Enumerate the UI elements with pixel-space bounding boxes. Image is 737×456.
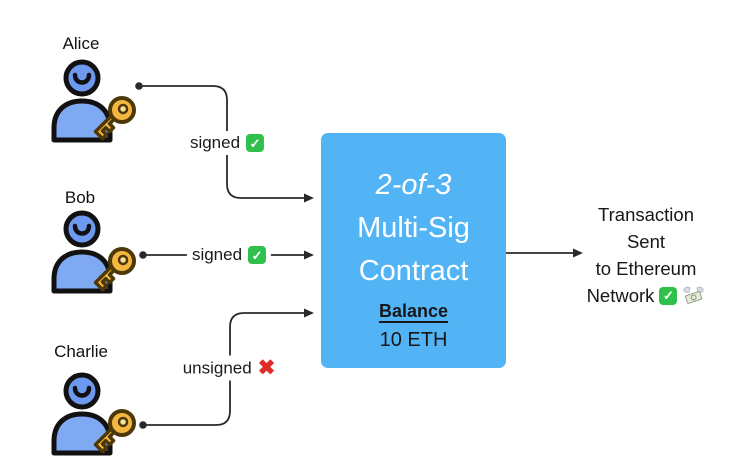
participant-name-bob: Bob	[64, 188, 96, 207]
charlie-status-text: unsigned	[182, 358, 252, 377]
money-with-wings-icon	[684, 286, 704, 304]
alice-status-text: signed	[189, 133, 241, 152]
contract-title-line2: Multi-Sig	[357, 212, 470, 244]
output-line-4: Network ✓	[573, 282, 719, 309]
bob-person-key-icon	[51, 210, 136, 294]
output-line-4-text: Network	[586, 285, 655, 306]
alice-person-key-icon	[51, 59, 136, 143]
alice-arrowhead-icon	[304, 193, 314, 203]
contract-threshold: 2-of-3	[375, 169, 452, 201]
output-line-2: Sent	[626, 231, 666, 252]
charlie-status-label: unsigned ✖	[177, 355, 281, 381]
balance-label: Balance	[378, 301, 449, 321]
cross-icon: ✖	[257, 356, 276, 380]
bob-status-text: signed	[191, 245, 243, 264]
bob-status-label: signed ✓	[186, 243, 272, 267]
alice-status-label: signed ✓	[184, 131, 270, 155]
multisig-contract-box: 2-of-3 Multi-Sig Contract Balance 10 ETH	[321, 133, 506, 368]
transaction-output-text: Transaction Sent to Ethereum Network ✓	[573, 201, 719, 309]
charlie-arrowhead-icon	[304, 308, 314, 318]
participant-name-alice: Alice	[62, 34, 100, 53]
participant-name-charlie: Charlie	[54, 342, 108, 361]
check-icon: ✓	[659, 286, 678, 305]
charlie-person-key-icon	[51, 372, 136, 456]
balance-value: 10 ETH	[379, 329, 448, 351]
bob-arrowhead-icon	[304, 250, 314, 260]
output-line-3: to Ethereum	[595, 258, 697, 279]
output-line-1: Transaction	[598, 204, 694, 225]
contract-title-line3: Contract	[358, 255, 469, 287]
check-icon: ✓	[246, 134, 265, 152]
check-icon: ✓	[248, 246, 267, 264]
